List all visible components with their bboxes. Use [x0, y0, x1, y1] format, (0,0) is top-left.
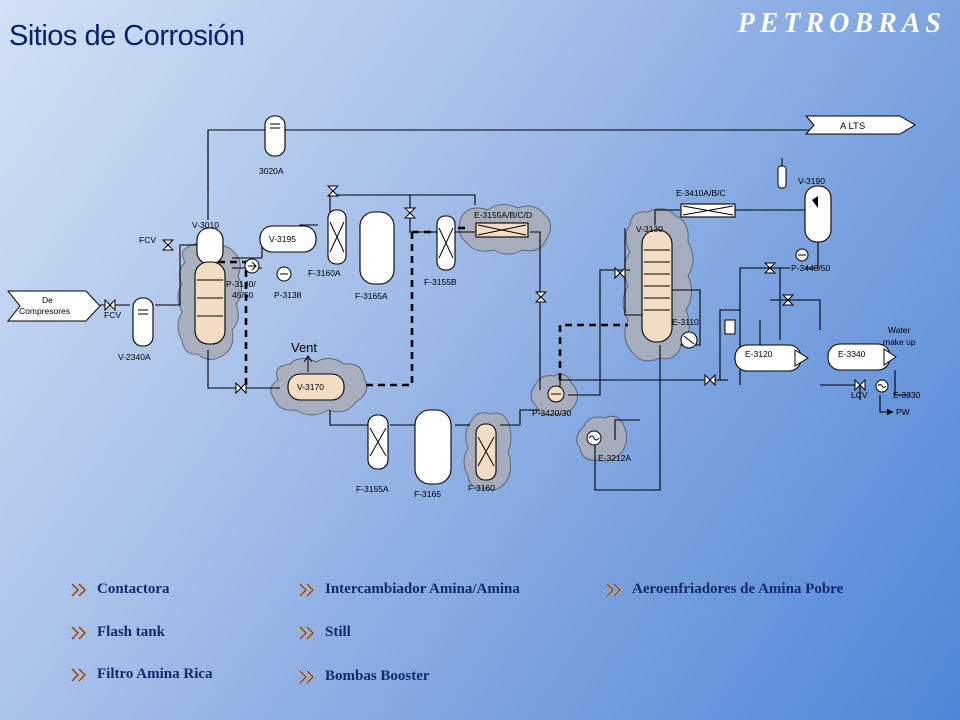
svg-text:V-3195: V-3195 [269, 234, 296, 244]
svg-text:F-3165: F-3165 [414, 489, 441, 499]
pump-p3440: P-3440/50 [791, 248, 830, 273]
process-flow-diagram: A LTS De Compresores FCV FCV V-2340A [6, 115, 921, 499]
svg-text:make up: make up [883, 337, 916, 347]
svg-text:E-3120: E-3120 [745, 349, 773, 359]
svg-text:F-3155A: F-3155A [356, 484, 389, 494]
legend-item-contactora: Contactora [70, 581, 169, 598]
svg-text:Vent: Vent [291, 340, 317, 355]
vessel-v3195: V-3195 [259, 225, 317, 253]
exchanger-e3340: E-3340 Water make up [827, 325, 916, 371]
chevron-icon [70, 625, 88, 640]
slide-title: Sitios de Corrosión [9, 20, 245, 52]
svg-text:E-3110: E-3110 [672, 317, 699, 327]
contactor-v3010: V-3010 [192, 220, 226, 345]
svg-text:P-3138: P-3138 [274, 290, 302, 300]
svg-text:F-3165A: F-3165A [355, 291, 388, 301]
svg-text:LCV: LCV [851, 390, 868, 400]
svg-text:V-3190: V-3190 [798, 176, 825, 186]
svg-text:P-3440/50: P-3440/50 [791, 263, 830, 273]
compressor-inlet: De Compresores [6, 290, 101, 322]
fcv-valve-contactor: FCV [139, 235, 175, 251]
still-v3130: V-3130 [636, 224, 673, 343]
svg-text:3020A: 3020A [259, 166, 284, 176]
pump-p3138: P-3138 [274, 266, 302, 300]
svg-text:Water: Water [888, 325, 911, 335]
reflux-drum-v3190: V-3190 [777, 158, 832, 243]
filter-f3165: F-3165 [414, 409, 452, 499]
exchanger-e3155: E-3155A/B/C/D [474, 210, 532, 238]
vessel-v2340a: V-2340A [118, 297, 154, 362]
corrosion-cloud-e3212a [576, 415, 628, 462]
reboiler-e3110: E-3110 [672, 317, 699, 349]
valve-flash-inlet [235, 381, 247, 395]
svg-text:E-3155A/B/C/D: E-3155A/B/C/D [474, 210, 532, 220]
svg-text:P-3420/30: P-3420/30 [532, 408, 571, 418]
svg-text:FCV: FCV [104, 310, 121, 320]
svg-text:F-3155B: F-3155B [424, 277, 457, 287]
a-lts-outlet: A LTS [804, 115, 916, 135]
separator-3020a: 3020A [259, 115, 286, 176]
svg-text:E-3410A/B/C: E-3410A/B/C [676, 188, 726, 198]
fcv-valve-inlet: FCV [104, 298, 121, 320]
svg-text:FCV: FCV [139, 235, 156, 245]
svg-text:V-2340A: V-2340A [118, 352, 151, 362]
flash-tank-v3170: Vent V-3170 [287, 340, 345, 401]
chevron-icon [298, 625, 316, 640]
svg-text:F-3160: F-3160 [468, 483, 495, 493]
exchanger-e3120: E-3120 [724, 319, 809, 372]
legend-label: Still [325, 624, 351, 640]
lcv-e3330-pw: LCV E-3330 PW [851, 379, 921, 417]
filter-f3165a: F-3165A [355, 211, 395, 301]
legend-label: Filtro Amina Rica [97, 666, 213, 682]
filter-f3155a: F-3155A [356, 414, 389, 494]
legend-label: Contactora [97, 581, 170, 597]
legend-label: Bombas Booster [325, 668, 430, 684]
svg-text:De: De [42, 295, 53, 305]
pump-p3140: P-3140/ 45/50 [226, 258, 260, 300]
legend-item-aeroenfriadores: Aeroenfriadores de Amina Pobre [605, 581, 843, 598]
svg-text:F-3160A: F-3160A [308, 268, 341, 278]
a-lts-label: A LTS [840, 121, 865, 132]
pump-p3420: P-3420/30 [532, 385, 571, 418]
svg-text:E-3212A: E-3212A [598, 453, 631, 463]
legend-item-flash-tank: Flash tank [70, 624, 165, 641]
chevron-icon [605, 582, 623, 597]
svg-text:V-3130: V-3130 [636, 224, 663, 234]
brand-logo: PETROBRAS [737, 8, 946, 39]
svg-text:V-3010: V-3010 [192, 220, 219, 230]
legend-label: Intercambiador Amina/Amina [325, 581, 520, 597]
filter-f3160a: F-3160A [308, 209, 347, 278]
svg-text:E-3330: E-3330 [893, 390, 921, 400]
chevron-icon [70, 582, 88, 597]
chevron-icon [298, 582, 316, 597]
exchanger-e3212a: E-3212A [586, 430, 631, 463]
filter-f3160: F-3160 [468, 423, 497, 493]
svg-text:P-3140/: P-3140/ [226, 279, 256, 289]
chevron-icon [70, 667, 88, 682]
legend-item-bombas: Bombas Booster [298, 668, 430, 685]
svg-text:PW: PW [896, 407, 910, 417]
legend-item-filtro: Filtro Amina Rica [70, 666, 213, 683]
svg-text:Compresores: Compresores [19, 306, 70, 316]
filter-f3155b: F-3155B [424, 215, 457, 287]
legend-item-still: Still [298, 624, 351, 641]
aircooler-e3410: E-3410A/B/C [676, 188, 736, 218]
legend-item-intercambiador: Intercambiador Amina/Amina [298, 581, 520, 598]
legend-label: Aeroenfriadores de Amina Pobre [632, 581, 844, 597]
svg-text:45/50: 45/50 [232, 290, 254, 300]
valve-filter [326, 185, 866, 392]
svg-text:V-3170: V-3170 [297, 382, 324, 392]
legend-label: Flash tank [97, 624, 165, 640]
chevron-icon [298, 669, 316, 684]
svg-text:E-3340: E-3340 [838, 349, 866, 359]
